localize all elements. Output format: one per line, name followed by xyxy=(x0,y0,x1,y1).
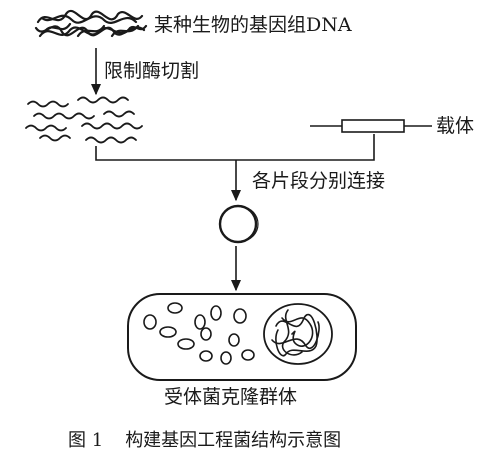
figure-title: 构建基因工程菌结构示意图 xyxy=(125,430,342,451)
bacteria-cells xyxy=(143,302,255,365)
colony-dish xyxy=(127,293,357,381)
label-genome-dna: 某种生物的基因组DNA xyxy=(154,14,352,36)
recombinant-plasmid xyxy=(218,204,259,244)
merge-bracket xyxy=(95,134,375,161)
dna-fragments xyxy=(25,96,143,144)
tangled-cell xyxy=(263,303,333,365)
label-ligation: 各片段分别连接 xyxy=(252,170,386,192)
figure-number: 图 1 xyxy=(68,430,104,451)
figure-caption: 图 1 构建基因工程菌结构示意图 xyxy=(68,430,341,452)
label-restriction-enzyme: 限制酶切割 xyxy=(104,60,200,82)
vector-plasmid xyxy=(310,119,432,133)
genomic-dna-tangle xyxy=(34,10,148,38)
label-recipient-colony: 受体菌克隆群体 xyxy=(164,386,298,408)
label-vector: 载体 xyxy=(436,115,475,137)
